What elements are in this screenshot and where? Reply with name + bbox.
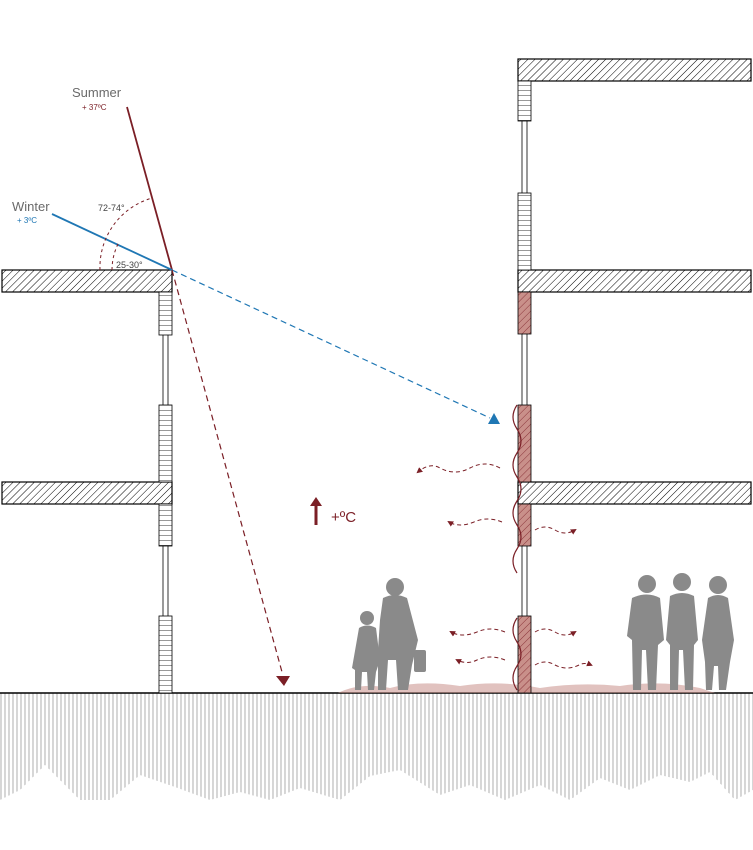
winter-sun-ray [51,213,173,271]
winter-ray-arrowhead [488,413,500,424]
left-shutter [158,291,173,336]
people-silhouettes [352,573,734,690]
person-silhouette [352,611,380,690]
heat-arrow [534,660,593,669]
winter-angle-arc [111,241,120,271]
right-slab-upper [517,269,752,293]
person-silhouette [702,576,734,690]
winter-temperature-label: + 3ºC [17,216,37,225]
left-shutter [158,404,173,483]
summer-angle-arc [99,197,153,271]
right-slab-lower [517,481,752,505]
heat-radiation [416,463,593,669]
heat-arrow [447,518,503,527]
winter-angle-label: 25-30° [116,260,143,270]
temp-rise-label: +ºC [331,509,356,526]
diagram-labels: Summer + 37ºC Winter + 3ºC 72-74° 25-30° [12,85,143,270]
summer-temperature-label: + 37ºC [82,103,107,112]
ground [0,683,753,800]
right-shutter-heated [517,615,532,694]
right-shutter [517,192,532,271]
heat-arrow [449,628,506,637]
heat-arrow [534,526,577,535]
left-shutter [158,615,173,694]
right-shutter [517,80,532,122]
person-silhouette [666,573,698,690]
right-shutter-heated [517,291,532,335]
heat-arrow [455,656,506,665]
temp-rise-arrow-head [310,497,322,506]
left-building [1,269,173,694]
right-shutter-heated [517,503,532,547]
summer-sun-ray [126,106,173,271]
right-building [512,58,752,694]
summer-angle-label: 72-74° [98,203,125,213]
right-roof-slab [517,58,752,82]
person-silhouette [627,575,664,690]
left-shutter [158,503,173,547]
ground-hatch [0,693,753,800]
left-slab-lower [1,481,173,505]
summer-label: Summer [72,85,122,100]
winter-label: Winter [12,199,50,214]
person-silhouette [378,578,426,690]
right-shutter-heated [517,404,532,483]
heat-arrow [534,628,577,637]
winter-reflected-ray [171,269,491,419]
summer-reflected-ray [171,269,283,673]
left-slab-upper [1,269,173,293]
facade-heat-wave [512,404,522,574]
summer-ray-arrowhead [276,676,290,686]
facade-heat-wave [512,617,522,691]
heat-arrow [416,463,501,474]
temperature-rise-indicator: +ºC [310,497,356,526]
sun-rays [51,106,500,686]
